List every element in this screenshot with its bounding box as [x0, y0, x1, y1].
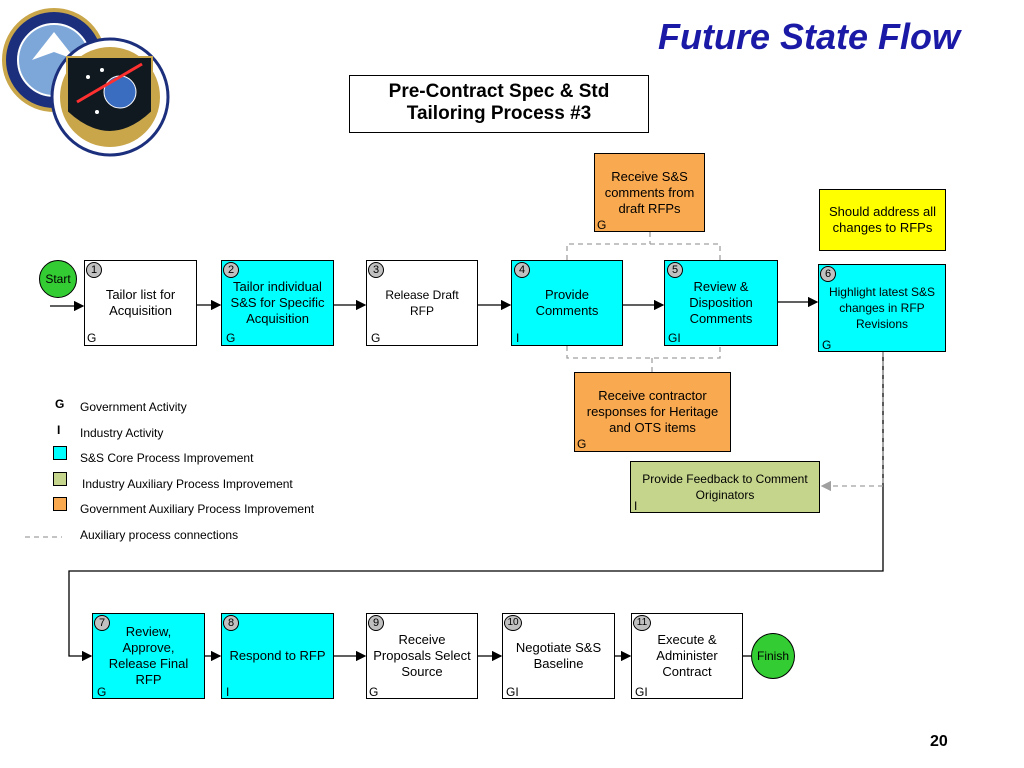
- page-number: 20: [930, 733, 948, 750]
- process-title-box: Pre-Contract Spec & Std Tailoring Proces…: [349, 75, 649, 133]
- step-9-tag: G: [369, 685, 379, 699]
- step-11-box: Execute & Administer Contract: [631, 613, 743, 699]
- step-11-text: Execute & Administer Contract: [656, 632, 718, 679]
- step-6-tag: G: [822, 338, 832, 352]
- step-2-tag: G: [226, 331, 236, 345]
- step-8-box: Respond to RFP: [221, 613, 334, 699]
- step-10-number: 10: [504, 615, 522, 631]
- step-1-text: Tailor list for Acquisition: [105, 287, 176, 318]
- legend-core-improvement: S&S Core Process Improvement: [80, 451, 254, 465]
- step-9-number: 9: [368, 615, 384, 631]
- step-7-tag: G: [97, 685, 107, 699]
- receive-contractor-text: Receive contractor responses for Heritag…: [586, 388, 719, 435]
- step-7-number: 7: [94, 615, 110, 631]
- legend-industry-aux-improvement: Industry Auxiliary Process Improvement: [82, 477, 293, 491]
- step-1-number: 1: [86, 262, 102, 278]
- process-title-line1: Pre-Contract Spec & Std: [388, 81, 610, 102]
- step-1-tag: G: [87, 331, 97, 345]
- receive-contractor-tag: G: [577, 437, 587, 451]
- step-3-tag: G: [371, 331, 381, 345]
- legend-gov-aux-swatch: [53, 497, 67, 511]
- step-5-tag: GI: [668, 331, 681, 345]
- step-7-text: Review, Approve, Release Final RFP: [108, 624, 189, 687]
- step-5-box: Review & Disposition Comments: [664, 260, 778, 346]
- provide-feedback-box: Provide Feedback to Comment Originators: [630, 461, 820, 513]
- finish-label: Finish: [756, 649, 789, 663]
- step-2-number: 2: [223, 262, 239, 278]
- step-5-text: Review & Disposition Comments: [689, 279, 753, 326]
- step-4-text: Provide Comments: [535, 287, 599, 318]
- provide-feedback-tag: I: [634, 499, 638, 513]
- provide-feedback-text: Provide Feedback to Comment Originators: [642, 472, 808, 502]
- step-10-box: Negotiate S&S Baseline: [502, 613, 615, 699]
- step-6-text: Highlight latest S&S changes in RFP Revi…: [828, 285, 936, 331]
- step-10-tag: GI: [506, 685, 519, 699]
- legend-i-symbol: I: [57, 423, 61, 437]
- step-11-number: 11: [633, 615, 651, 631]
- step-8-text: Respond to RFP: [229, 648, 326, 663]
- step-8-number: 8: [223, 615, 239, 631]
- step-2-box: Tailor individual S&S for Specific Acqui…: [221, 260, 334, 346]
- organization-logo: [2, 2, 172, 162]
- should-address-note: Should address all changes to RFPs: [819, 189, 946, 251]
- receive-comments-text: Receive S&S comments from draft RFPs: [604, 168, 695, 216]
- step-9-box: Receive Proposals Select Source: [366, 613, 478, 699]
- legend-gov-aux-improvement: Government Auxiliary Process Improvement: [80, 502, 315, 516]
- start-terminal: Start: [39, 260, 77, 298]
- process-title-line2: Tailoring Process #3: [406, 103, 592, 124]
- step-3-box: Release Draft RFP: [366, 260, 478, 346]
- step-6-number: 6: [820, 266, 836, 282]
- step-5-number: 5: [667, 262, 683, 278]
- legend-core-swatch: [53, 446, 67, 460]
- receive-comments-tag: G: [597, 218, 607, 232]
- step-10-text: Negotiate S&S Baseline: [515, 640, 602, 671]
- receive-contractor-box: Receive contractor responses for Heritag…: [574, 372, 731, 452]
- legend-aux-connections: Auxiliary process connections: [80, 528, 239, 542]
- step-9-text: Receive Proposals Select Source: [373, 632, 471, 679]
- step-7-box: Review, Approve, Release Final RFP: [92, 613, 205, 699]
- step-4-box: Provide Comments: [511, 260, 623, 346]
- start-label: Start: [45, 272, 71, 286]
- step-4-number: 4: [514, 262, 530, 278]
- legend-g-symbol: G: [55, 397, 65, 411]
- step-6-box: Highlight latest S&S changes in RFP Revi…: [818, 264, 946, 352]
- step-1-box: Tailor list for Acquisition: [84, 260, 197, 346]
- step-8-tag: I: [226, 685, 230, 699]
- step-4-tag: I: [516, 331, 520, 345]
- page-title: Future State Flow: [657, 16, 960, 57]
- legend-industry-aux-swatch: [53, 472, 67, 486]
- legend-government-activity: Government Activity: [80, 400, 187, 414]
- seal-icon: [2, 8, 170, 157]
- step-11-tag: GI: [635, 685, 648, 699]
- receive-comments-box: Receive S&S comments from draft RFPs: [594, 153, 705, 232]
- step-3-text: Release Draft RFP: [385, 288, 459, 318]
- finish-terminal: Finish: [751, 633, 795, 679]
- should-address-text: Should address all changes to RFPs: [829, 204, 936, 235]
- legend-industry-activity: Industry Activity: [80, 426, 164, 440]
- step-2-text: Tailor individual S&S for Specific Acqui…: [230, 279, 325, 326]
- step-3-number: 3: [368, 262, 384, 278]
